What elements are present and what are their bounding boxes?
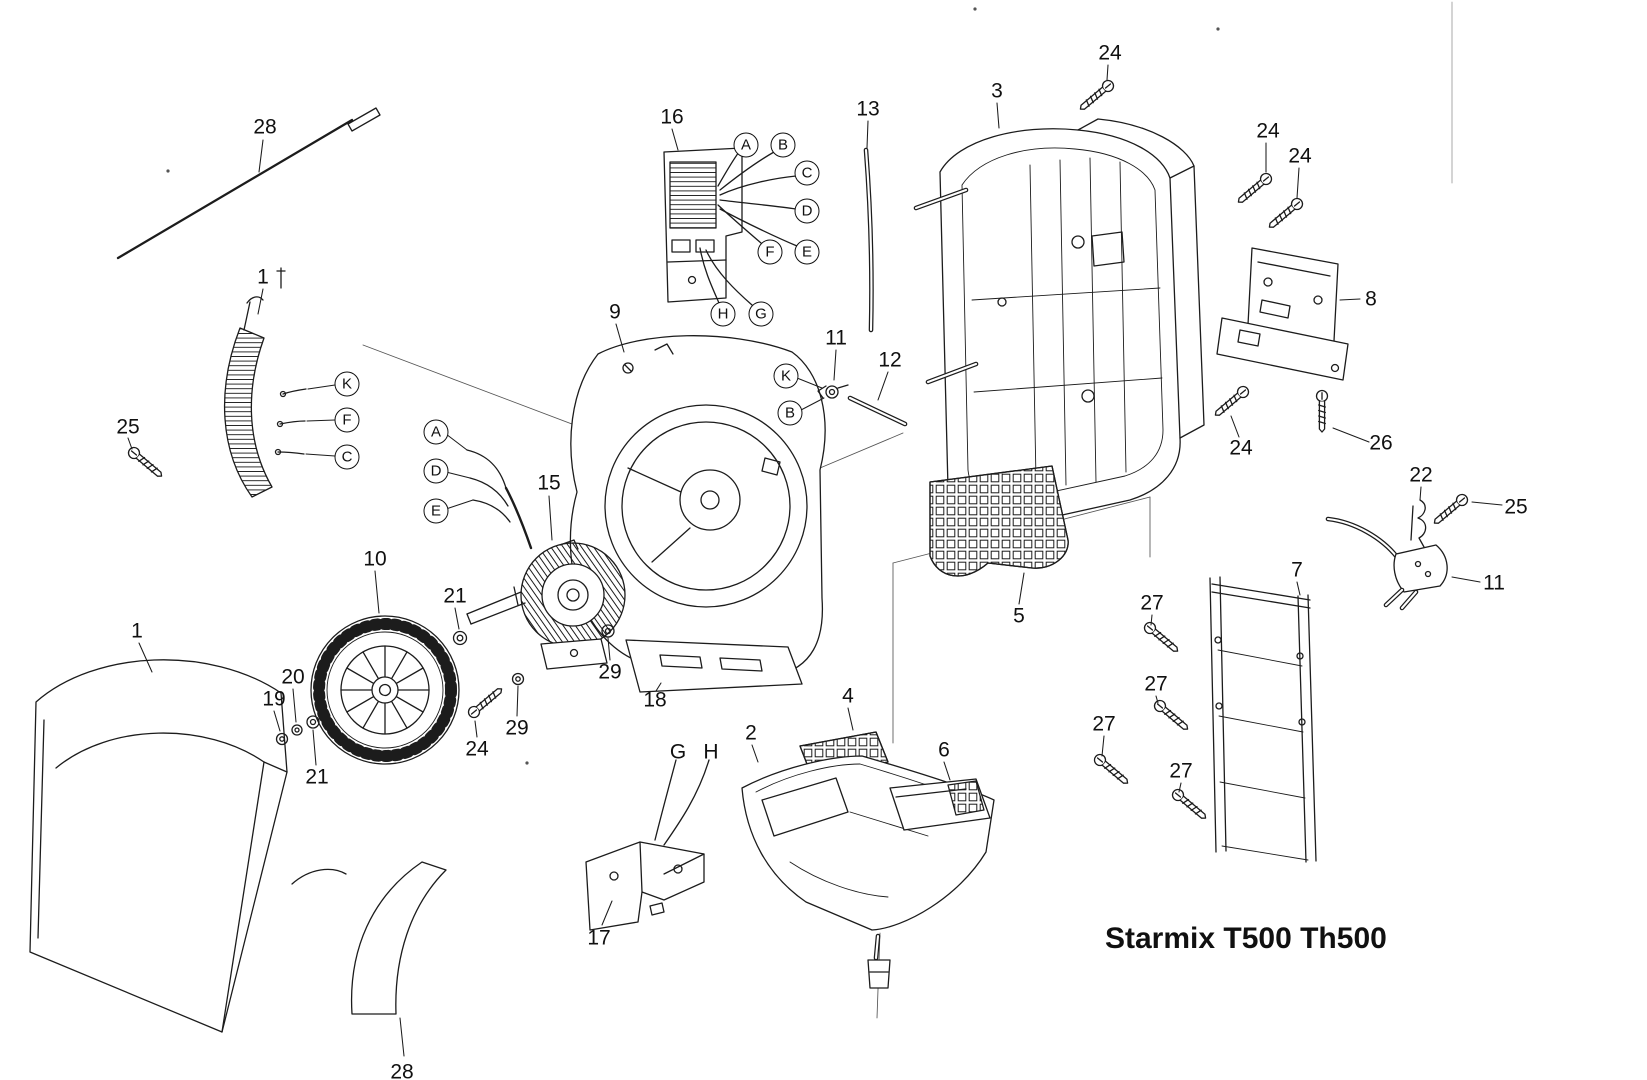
part-18-bracket: [625, 639, 803, 693]
diagram-title: Starmix T500 Th500: [1105, 922, 1387, 955]
part-label-2: 2: [745, 721, 757, 745]
part-26-screw: [1315, 389, 1370, 443]
part-label-24-3: 24: [1288, 144, 1312, 168]
part-3-rear-housing: [913, 102, 1205, 529]
part-label-13: 13: [856, 97, 880, 121]
part-22-clip: [1410, 486, 1427, 548]
part-label-22: 22: [1409, 463, 1433, 487]
callout-F-board: F: [757, 239, 783, 265]
part-6-flap: [889, 761, 991, 831]
callout-B-cord: B: [777, 400, 803, 426]
part-8-mounting-plate: [1216, 247, 1361, 381]
part-11-power-cord: [1325, 516, 1481, 611]
part-label-24-4: 24: [1229, 436, 1253, 460]
part-10-fan-wheel: [310, 570, 460, 765]
part-label-27-4: 27: [1169, 759, 1193, 783]
part-21-washer-upper: [452, 607, 468, 646]
part-17-bracket: [585, 759, 710, 931]
part-25-screw-left: [125, 437, 166, 482]
part-label-1-cover: 1: [131, 619, 143, 643]
callout-D-board: D: [794, 198, 820, 224]
part-label-1-grille: 1: [257, 265, 269, 289]
part-label-7: 7: [1291, 558, 1303, 582]
part-label-24-1: 24: [1098, 41, 1122, 65]
part-label-29-2: 29: [598, 660, 622, 684]
callout-K-cord: K: [773, 363, 799, 389]
part-label-18: 18: [643, 688, 667, 712]
callout-C-grille: C: [334, 444, 360, 470]
callout-F-grille: F: [334, 407, 360, 433]
part-24-screw-fan: [465, 683, 506, 738]
part-label-8: 8: [1365, 287, 1377, 311]
part-label-27-3: 27: [1092, 712, 1116, 736]
part-7-frame: [1209, 576, 1317, 863]
part-label-21-2: 21: [305, 765, 329, 789]
part-label-G: G: [669, 740, 687, 764]
part-label-24-5: 24: [465, 737, 489, 761]
part-16-control-board: [663, 128, 798, 306]
callout-G-board: G: [748, 301, 774, 327]
scan-specks: [166, 7, 1220, 765]
part-label-20: 20: [281, 665, 305, 689]
part-28-cable: [116, 107, 381, 260]
callout-A-board: A: [733, 132, 759, 158]
part-13-rod: [863, 120, 874, 333]
part-label-12: 12: [878, 348, 902, 372]
callout-E-motor: E: [423, 498, 449, 524]
part-label-11-strain: 11: [825, 326, 847, 350]
callout-D-motor: D: [423, 458, 449, 484]
part-5-grid-plate: [929, 465, 1069, 605]
parts-27-screws: [1091, 614, 1210, 824]
part-label-25-left: 25: [116, 415, 140, 439]
part-label-15: 15: [537, 471, 561, 495]
part-label-21-1: 21: [443, 584, 467, 608]
part-label-17: 17: [587, 926, 611, 950]
part-label-4: 4: [842, 684, 854, 708]
part-label-28-cable: 28: [253, 115, 277, 139]
part-label-6: 6: [938, 738, 950, 762]
callout-K-grille: K: [334, 371, 360, 397]
part-1-grille: [223, 267, 286, 498]
part-label-28-bottom: 28: [390, 1060, 414, 1080]
part-label-25-right: 25: [1504, 495, 1528, 519]
part-label-27-1: 27: [1140, 591, 1164, 615]
parts-24-screws: [1076, 64, 1306, 438]
part-label-10: 10: [363, 547, 387, 571]
part-label-29-1: 29: [505, 716, 529, 740]
callout-E-board: E: [794, 239, 820, 265]
part-label-27-2: 27: [1144, 672, 1168, 696]
part-label-5: 5: [1013, 604, 1025, 628]
part-label-11-plug: 11: [1483, 571, 1505, 595]
wire-terminals-kfc: [274, 384, 336, 457]
part-28-curved-duct: [291, 861, 447, 1057]
part-9-blower-housing: [569, 323, 826, 677]
part-15-motor: [466, 495, 626, 670]
callout-H-board: H: [710, 301, 736, 327]
motor-wires-ade: [445, 433, 533, 550]
part-label-26: 26: [1369, 431, 1393, 455]
part-label-3: 3: [991, 79, 1003, 103]
parts-19-20-21-washers: [273, 688, 320, 766]
part-25-screw-right: [1430, 491, 1503, 529]
part-label-9: 9: [609, 300, 621, 324]
part-1-front-cover: [29, 642, 288, 1033]
callout-C-board: C: [794, 160, 820, 186]
part-label-24-2: 24: [1256, 119, 1280, 143]
parts-29-washers: [511, 624, 615, 717]
part-label-H: H: [703, 740, 719, 764]
callout-A-motor: A: [423, 419, 449, 445]
callout-B-board: B: [770, 132, 796, 158]
part-label-19: 19: [262, 687, 286, 711]
part-11-strain-relief: [796, 349, 908, 427]
part-label-16: 16: [660, 105, 684, 129]
